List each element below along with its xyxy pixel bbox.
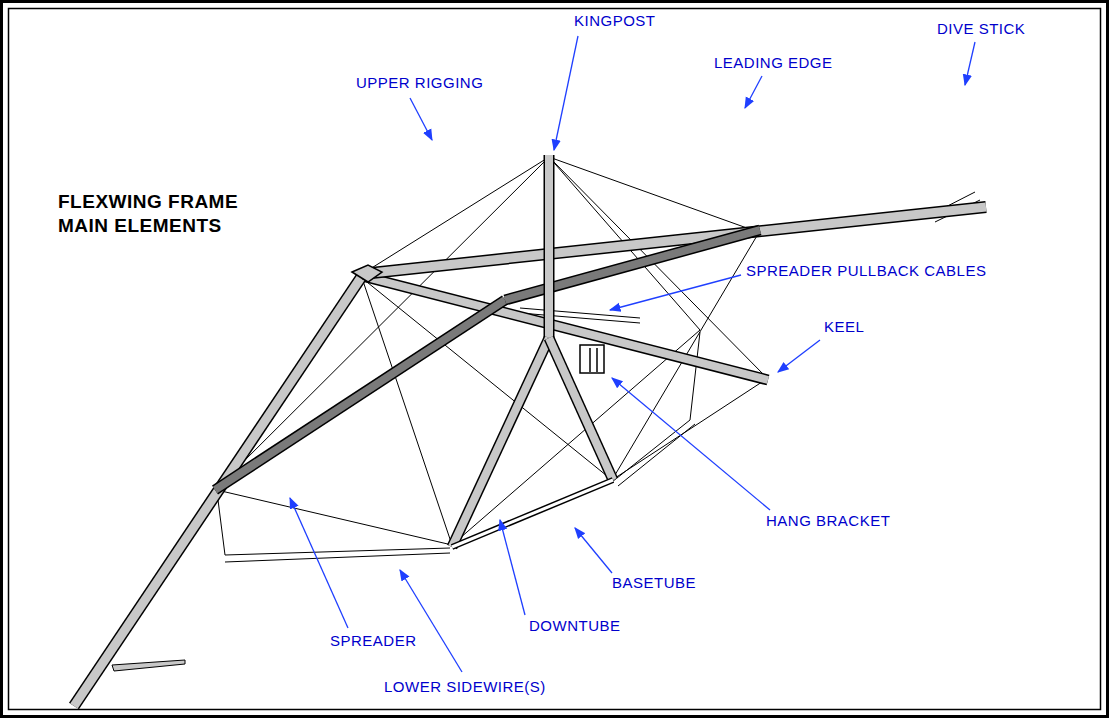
nose-plate [352, 265, 382, 282]
part-label: BASETUBE [610, 574, 698, 592]
part-label: LEADING EDGE [712, 54, 835, 72]
tip-batten [112, 660, 185, 671]
frame-tubes [74, 155, 986, 706]
part-label: UPPER RIGGING [354, 74, 485, 92]
leader-arrows [290, 36, 975, 672]
part-label: DOWNTUBE [527, 617, 623, 635]
diagram-title: FLEXWING FRAME MAIN ELEMENTS [58, 190, 258, 238]
part-label: SPREADER [328, 632, 419, 650]
part-label: LOWER SIDEWIRE(S) [382, 678, 548, 696]
hang-bracket [580, 345, 604, 373]
part-label: KINGPOST [572, 12, 658, 30]
part-label: DIVE STICK [935, 20, 1027, 38]
part-label: SPREADER PULLBACK CABLES [744, 262, 988, 280]
part-label: KEEL [822, 318, 866, 336]
part-label: HANG BRACKET [764, 512, 892, 530]
